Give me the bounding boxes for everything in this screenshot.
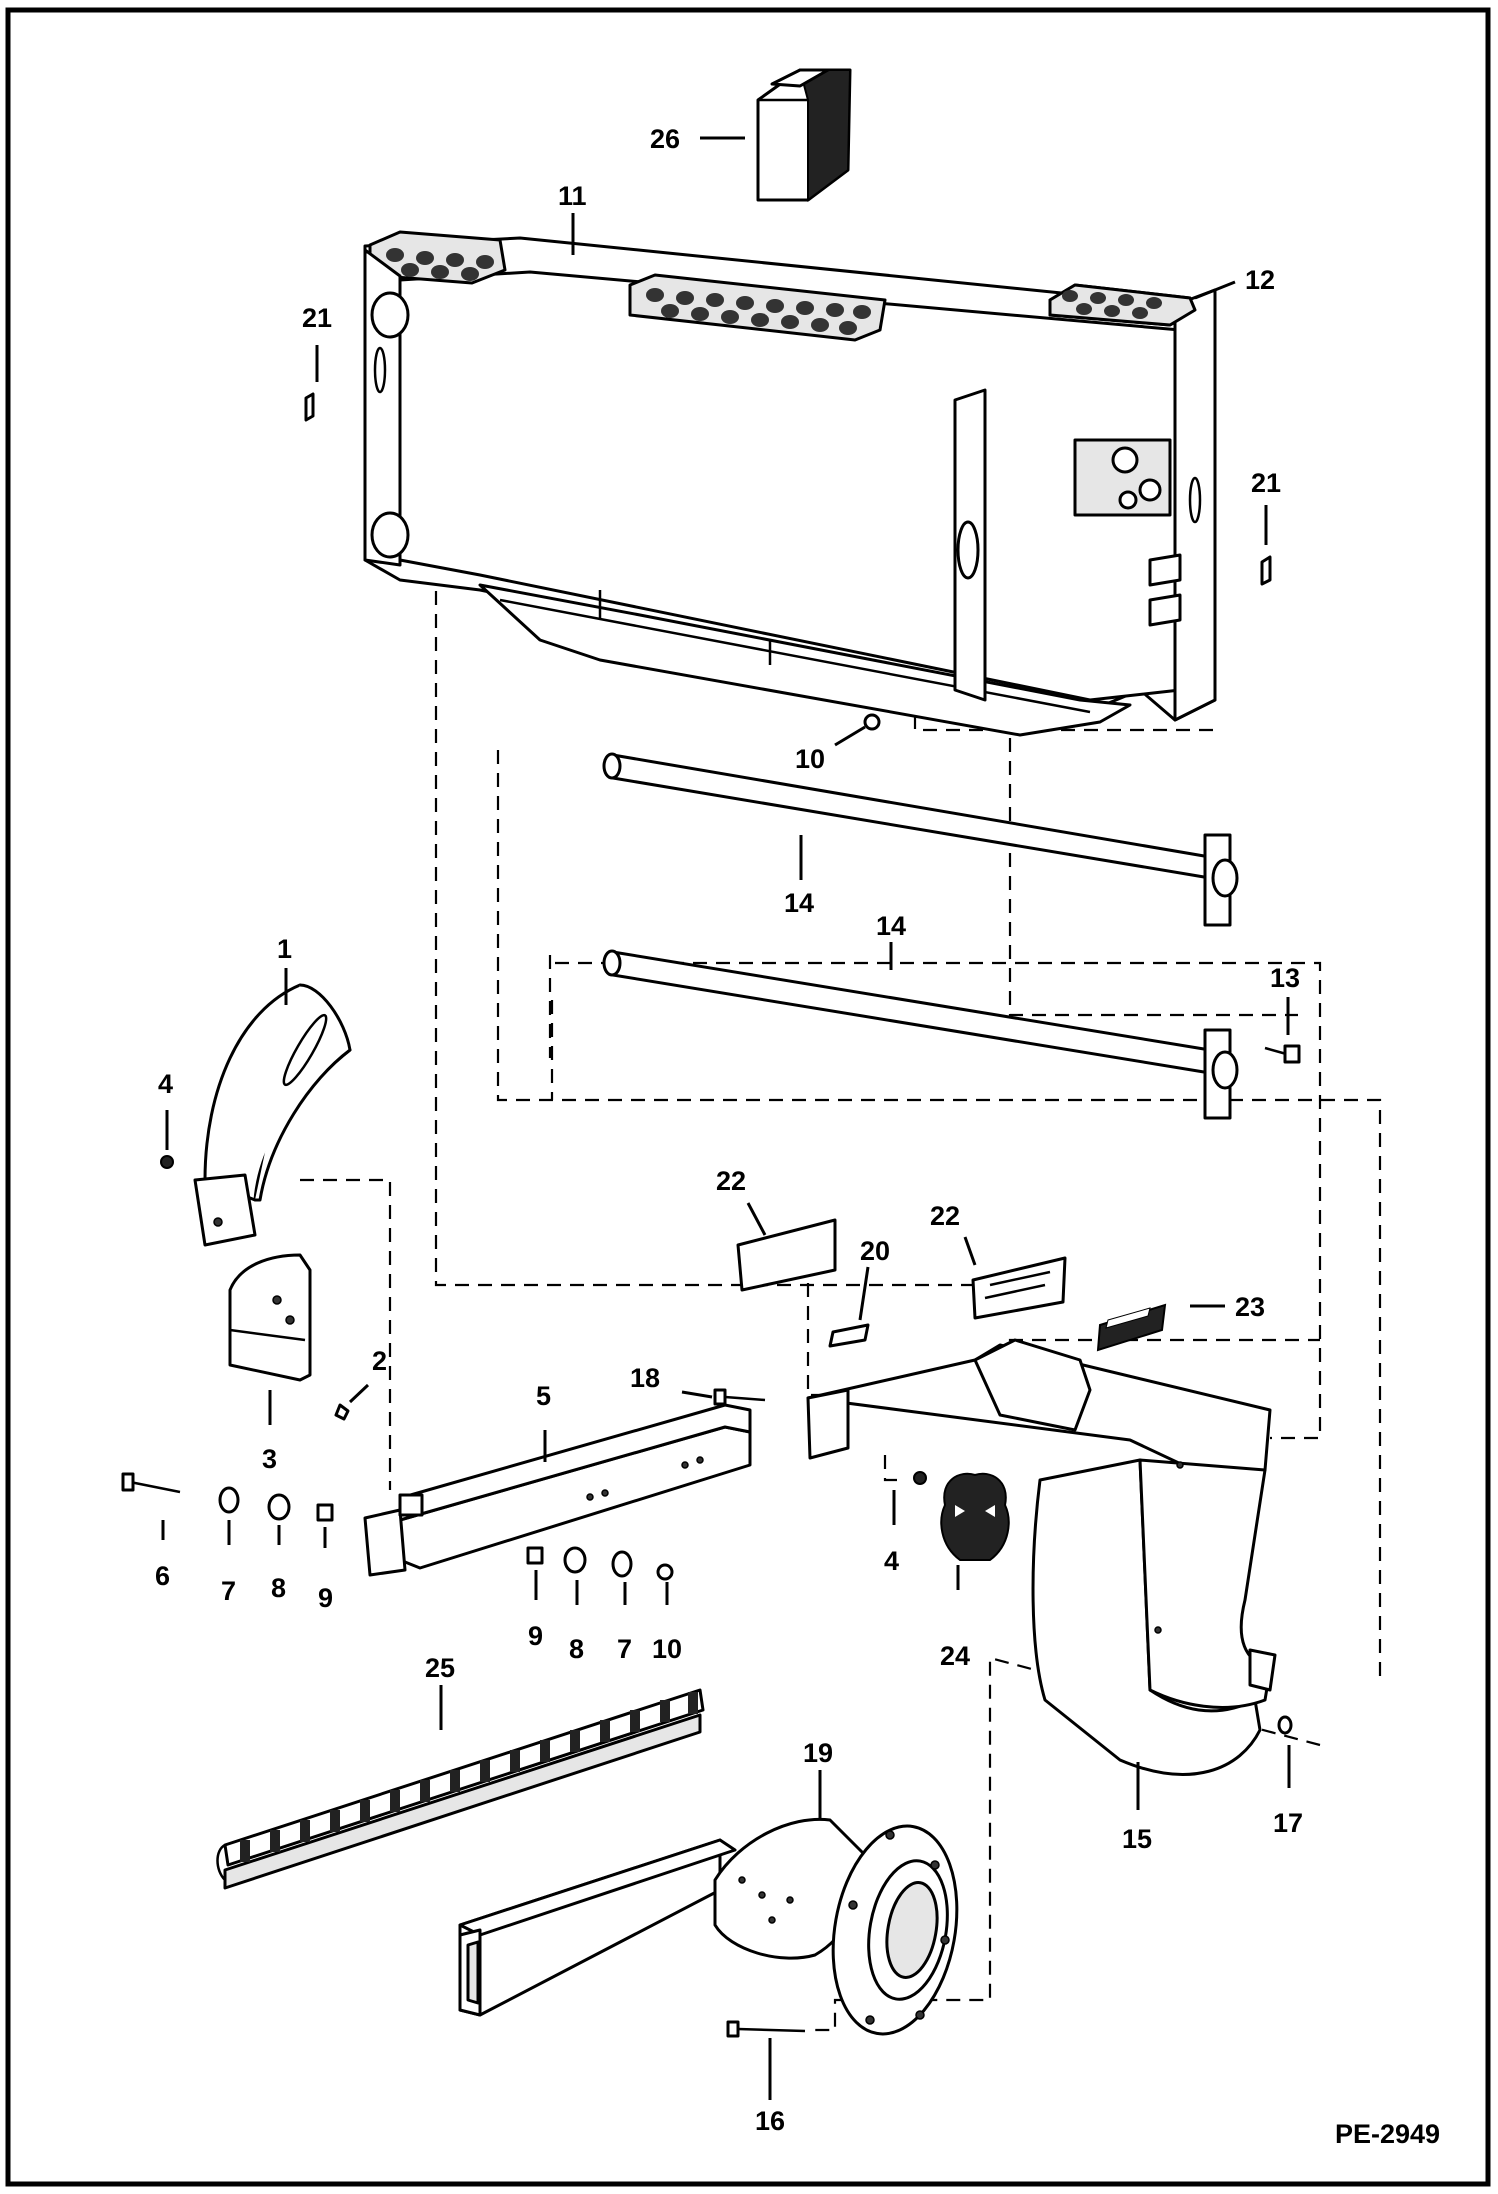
- part-19-arm-flange: [458, 1817, 959, 2036]
- callout-3: 3: [262, 1444, 277, 1474]
- part-8-bushing-right: [563, 1546, 587, 1574]
- callout-21: 21: [1251, 468, 1281, 498]
- callout-22: 22: [930, 1201, 960, 1231]
- callout-6: 6: [155, 1561, 170, 1591]
- callout-25: 25: [425, 1653, 455, 1683]
- part-14-rod-upper: [602, 752, 1239, 927]
- callout-23: 23: [1235, 1292, 1265, 1322]
- part-18-bolt: [713, 1388, 766, 1406]
- part-4-nut-left: [160, 1155, 174, 1169]
- callout-4: 4: [884, 1546, 899, 1576]
- part-3-plate: [228, 1253, 312, 1382]
- callout-10: 10: [652, 1634, 682, 1664]
- callout-21: 21: [302, 303, 332, 333]
- part-16-bolt: [726, 2020, 806, 2038]
- callout-7: 7: [617, 1634, 632, 1664]
- part-25-chain: [216, 1688, 705, 1890]
- callout-9: 9: [318, 1583, 333, 1613]
- callout-20: 20: [860, 1236, 890, 1266]
- part-12-hole-strip: [1048, 283, 1197, 327]
- callout-9: 9: [528, 1621, 543, 1651]
- part-4-nut-right: [913, 1471, 927, 1485]
- drawing-reference: PE-2949: [1335, 2119, 1440, 2149]
- leader-lines: [161, 136, 1291, 2100]
- part-1-curved-bracket: [193, 983, 352, 1247]
- callout-8: 8: [271, 1573, 286, 1603]
- callout-24: 24: [940, 1641, 970, 1671]
- part-5-arm-tube: [363, 1403, 752, 1577]
- part-10-nut-top: [863, 713, 881, 731]
- callout-8: 8: [569, 1634, 584, 1664]
- part-9-spacer-right: [526, 1546, 544, 1565]
- diagram-border: [5, 7, 1491, 2187]
- callout-16: 16: [755, 2106, 785, 2136]
- part-17-nut: [1277, 1715, 1293, 1735]
- part-24-logo-decal: [940, 1472, 1010, 1561]
- callout-11: 11: [558, 181, 587, 211]
- callout-14: 14: [876, 911, 906, 941]
- callout-7: 7: [221, 1576, 236, 1606]
- part-23-decal: [1096, 1303, 1167, 1352]
- callout-22: 22: [716, 1166, 746, 1196]
- callout-5: 5: [536, 1381, 551, 1411]
- callout-17: 17: [1273, 1808, 1303, 1838]
- callouts: 26 11 12 21 21 10 14 14 13 1 4 22 22 20 …: [155, 124, 1303, 2136]
- part-13-bolt: [1264, 1044, 1301, 1064]
- callout-4: 4: [158, 1069, 173, 1099]
- part-8-bushing-left: [267, 1493, 291, 1521]
- callout-15: 15: [1122, 1824, 1152, 1854]
- part-7-washer-right: [611, 1550, 633, 1578]
- part-22-decal-right: [971, 1256, 1067, 1320]
- callout-18: 18: [630, 1363, 660, 1393]
- part-9-spacer-left: [316, 1503, 334, 1522]
- part-21-small-plate-right: [1260, 555, 1272, 586]
- callout-2: 2: [372, 1346, 387, 1376]
- part-26-canister: [756, 68, 852, 202]
- callout-13: 13: [1270, 963, 1300, 993]
- part-7-washer-left: [218, 1486, 240, 1514]
- part-21-small-plate-left: [304, 392, 315, 422]
- callout-1: 1: [277, 934, 292, 964]
- callout-19: 19: [803, 1738, 833, 1768]
- part-10-nut-right: [656, 1563, 674, 1581]
- part-11-mounting-frame: [363, 230, 1217, 737]
- callout-12: 12: [1245, 265, 1275, 295]
- part-15-housing: [806, 1338, 1277, 1776]
- callout-14: 14: [784, 888, 814, 918]
- part-22-decal-left: [736, 1218, 837, 1292]
- part-14-rod-lower: [602, 949, 1239, 1120]
- part-20-decal: [828, 1323, 870, 1348]
- part-6-bolt: [121, 1472, 181, 1494]
- callout-10: 10: [795, 744, 825, 774]
- part-2-bolt: [334, 1403, 350, 1421]
- callout-26: 26: [650, 124, 680, 154]
